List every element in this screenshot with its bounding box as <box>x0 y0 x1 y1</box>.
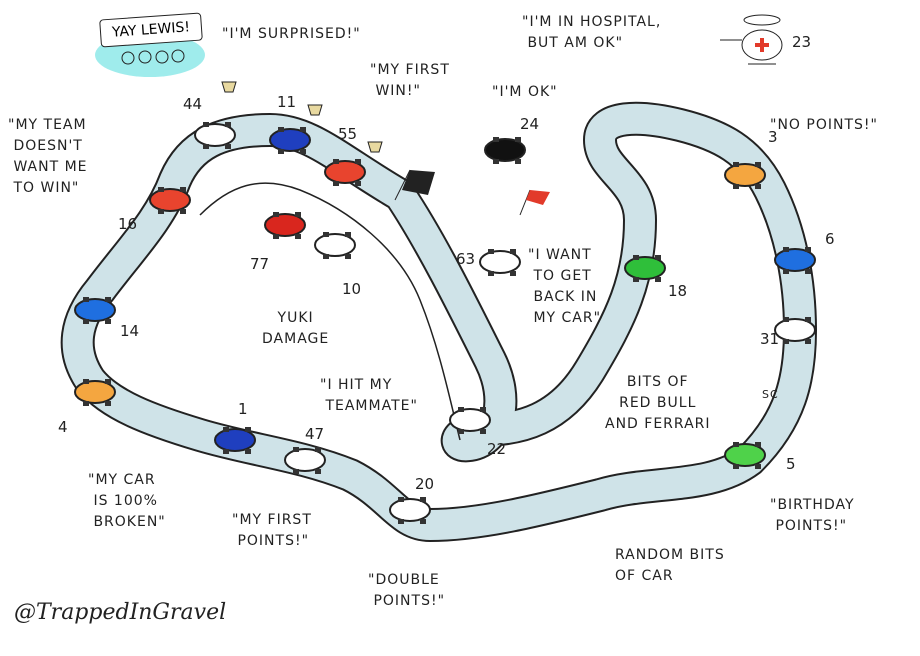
safety-car-label: SC <box>762 388 779 401</box>
car-number-55: 55 <box>338 125 358 143</box>
car-number-77: 77 <box>250 255 270 273</box>
car-number-31: 31 <box>760 330 780 348</box>
car-16 <box>149 187 191 214</box>
car-number-14: 14 <box>120 322 140 340</box>
quote-team: "MY TEAM DOESN'T WANT ME TO WIN" <box>8 117 88 196</box>
trophy-icons <box>221 81 383 153</box>
quote-first-win: "MY FIRST WIN!" <box>370 62 450 99</box>
car-11 <box>269 127 311 154</box>
car-number-6: 6 <box>825 230 835 248</box>
quote-im-ok: "I'M OK" <box>492 84 558 100</box>
car-18 <box>624 255 666 282</box>
car-number-16: 16 <box>118 215 138 233</box>
quote-birthday: "BIRTHDAY POINTS!" <box>770 497 855 534</box>
car-31 <box>774 317 816 344</box>
car-1 <box>214 427 256 454</box>
inner-track-line <box>199 182 461 441</box>
label-bits-of-cars: BITS OF RED BULL AND FERRARI <box>605 374 711 432</box>
car-77 <box>264 212 306 239</box>
quote-hit-teammate: "I HIT MY TEAMMATE" <box>320 377 418 414</box>
car-number-63: 63 <box>456 250 476 268</box>
car-44 <box>194 122 236 149</box>
car-3 <box>724 162 766 189</box>
car-63 <box>479 249 521 276</box>
car-number-24: 24 <box>520 115 540 133</box>
car-number-18: 18 <box>668 282 688 300</box>
car-14 <box>74 297 116 324</box>
quote-double-points: "DOUBLE POINTS!" <box>368 572 446 609</box>
car-number-10: 10 <box>342 280 362 298</box>
car-4 <box>74 379 116 406</box>
label-yuki-damage: YUKI DAMAGE <box>262 310 330 347</box>
car-number-22: 22 <box>487 440 507 458</box>
signature: @TrappedInGravel <box>14 600 227 625</box>
quote-no-points: "NO POINTS!" <box>770 117 878 133</box>
quote-surprised: "I'M SURPRISED!" <box>222 26 361 42</box>
label-random-bits: RANDOM BITS OF CAR <box>615 547 725 584</box>
quote-broken: "MY CAR IS 100% BROKEN" <box>88 472 166 530</box>
car-20 <box>389 497 431 524</box>
car-22 <box>449 407 491 434</box>
car-47 <box>284 447 326 474</box>
car-number-44: 44 <box>183 95 203 113</box>
car-number-20: 20 <box>415 475 435 493</box>
race-track-surface <box>62 103 815 540</box>
car-number-23: 23 <box>792 33 812 51</box>
crowd-faces <box>121 49 185 65</box>
quote-first-points: "MY FIRST POINTS!" <box>232 512 312 549</box>
quote-hospital: "I'M IN HOSPITAL, BUT AM OK" <box>522 14 662 51</box>
car-number-3: 3 <box>768 128 778 146</box>
car-6 <box>774 247 816 274</box>
car-number-4: 4 <box>58 418 68 436</box>
checkered-flag-icon <box>394 169 435 201</box>
quote-back-in-car: "I WANT TO GET BACK IN MY CAR" <box>528 247 602 326</box>
car-55 <box>324 159 366 186</box>
car-10 <box>314 232 356 259</box>
helicopter-icon <box>720 14 783 65</box>
car-number-11: 11 <box>277 93 297 111</box>
car-number-5: 5 <box>786 455 796 473</box>
car-24 <box>484 137 526 164</box>
flag-icon <box>519 189 550 216</box>
car-5 <box>724 442 766 469</box>
car-number-47: 47 <box>305 425 325 443</box>
car-number-1: 1 <box>238 400 248 418</box>
